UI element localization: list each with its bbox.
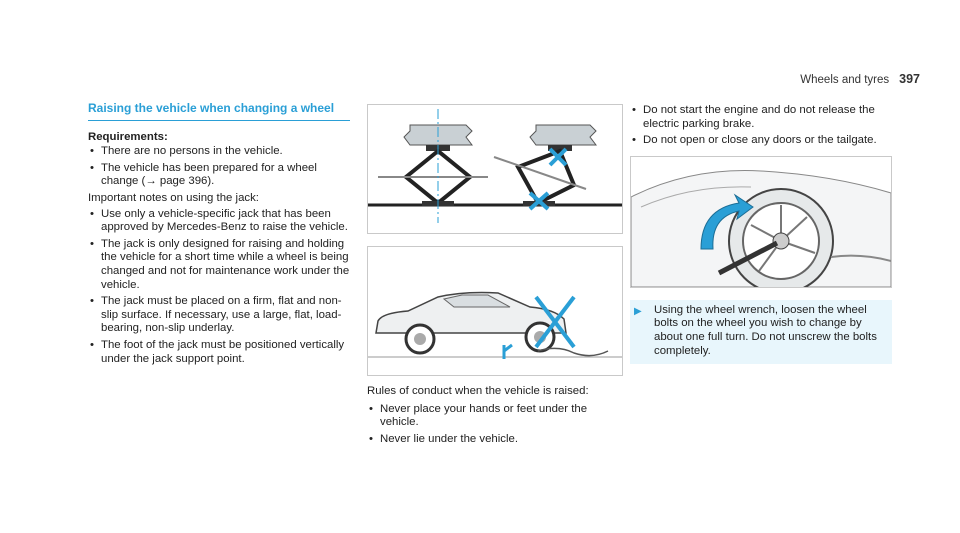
cross-mark-icon: [534, 295, 576, 349]
column-middle: Rules of conduct when the vehicle is rai…: [367, 104, 623, 449]
rotate-arrow-icon: [700, 193, 754, 250]
jack-diagram: [368, 109, 622, 223]
list-item: The vehicle has been prepared for a whee…: [88, 162, 350, 189]
requirements-list: There are no persons in the vehicle. The…: [88, 145, 350, 189]
section-name: Wheels and tyres: [800, 74, 890, 86]
conduct-intro: Rules of conduct when the vehicle is rai…: [367, 385, 589, 397]
raised-vehicle-diagram: [368, 291, 622, 359]
list-item: Use only a vehicle-specific jack that ha…: [88, 208, 350, 235]
hand-marker-icon: [502, 343, 513, 359]
conduct-list: Never place your hands or feet under the…: [367, 403, 621, 447]
list-item: Never lie under the vehicle.: [367, 433, 621, 447]
list-item: Never place your hands or feet under the…: [367, 403, 621, 430]
warning-list: Do not start the engine and do not relea…: [630, 104, 892, 148]
list-item: The jack is only designed for raising an…: [88, 238, 350, 292]
list-item: Do not start the engine and do not relea…: [630, 104, 892, 131]
notes-list: Use only a vehicle-specific jack that ha…: [88, 208, 350, 367]
triangle-right-icon: ▶: [634, 305, 642, 317]
column-left: Raising the vehicle when changing a whee…: [88, 101, 350, 369]
wheel-wrench-illustration: [630, 155, 892, 288]
step-instruction: ▶ Using the wheel wrench, loosen the whe…: [630, 299, 892, 365]
page-header: Wheels and tyres 397: [800, 72, 920, 86]
requirements-label: Requirements:: [88, 130, 168, 143]
section-title: Raising the vehicle when changing a whee…: [88, 101, 350, 121]
notes-intro: Important notes on using the jack:: [88, 191, 259, 204]
raised-vehicle-illustration: [367, 246, 623, 376]
step-text: Using the wheel wrench, loosen the wheel…: [654, 303, 877, 357]
list-item: The foot of the jack must be positioned …: [88, 339, 350, 366]
cross-mark-icon: [528, 147, 568, 211]
column-right: Do not start the engine and do not relea…: [630, 104, 892, 365]
list-item: The jack must be placed on a firm, flat …: [88, 295, 350, 336]
list-item: There are no persons in the vehicle.: [88, 145, 350, 159]
page-number: 397: [899, 72, 920, 86]
jack-position-illustration: [367, 104, 623, 234]
wheel-wrench-diagram: [631, 169, 891, 287]
list-item: Do not open or close any doors or the ta…: [630, 134, 892, 148]
